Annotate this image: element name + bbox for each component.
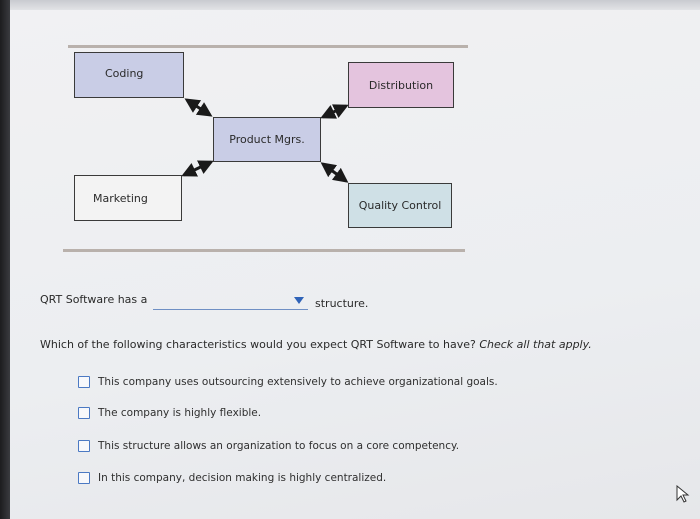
diagram-bottom-rule (63, 249, 465, 252)
option-centralized[interactable]: In this company, decision making is high… (78, 470, 386, 486)
arrow-quality-product (320, 162, 349, 183)
checkbox-icon[interactable] (78, 407, 90, 419)
option-label: This structure allows an organization to… (98, 440, 460, 452)
question2-hint: Check all that apply. (479, 338, 592, 351)
question1-suffix: structure. (315, 297, 369, 310)
arrow-distribution-product (320, 104, 349, 119)
question2-text: Which of the following characteristics w… (40, 338, 592, 351)
box-product-mgrs: Product Mgrs. (213, 117, 321, 162)
question1-prefix: QRT Software has a (40, 293, 148, 306)
option-core-competency[interactable]: This structure allows an organization to… (78, 438, 459, 454)
option-label: The company is highly flexible. (98, 407, 262, 419)
structure-dropdown[interactable] (153, 290, 308, 310)
checkbox-icon[interactable] (78, 472, 90, 484)
option-label: In this company, decision making is high… (98, 472, 387, 484)
diagram-top-rule (68, 45, 468, 48)
screen-bezel (0, 0, 10, 519)
caret-down-icon (294, 297, 304, 304)
browser-top-strip (10, 0, 700, 10)
question2-body: Which of the following characteristics w… (40, 338, 476, 351)
arrow-marketing-product (181, 160, 214, 177)
mouse-pointer-icon (676, 485, 690, 503)
option-outsourcing[interactable]: This company uses outsourcing extensivel… (78, 374, 498, 390)
checkbox-icon[interactable] (78, 440, 90, 452)
box-quality-control: Quality Control (348, 183, 452, 228)
option-label: This company uses outsourcing extensivel… (98, 376, 498, 388)
box-distribution: Distribution (348, 62, 454, 108)
arrow-coding-product (184, 98, 213, 117)
box-coding: Coding (74, 52, 184, 98)
option-flexible[interactable]: The company is highly flexible. (78, 405, 261, 421)
diagram-arrows (181, 98, 349, 183)
box-marketing: Marketing (74, 175, 182, 221)
question-panel: Coding Distribution Product Mgrs. Market… (10, 10, 700, 519)
checkbox-icon[interactable] (78, 376, 90, 388)
